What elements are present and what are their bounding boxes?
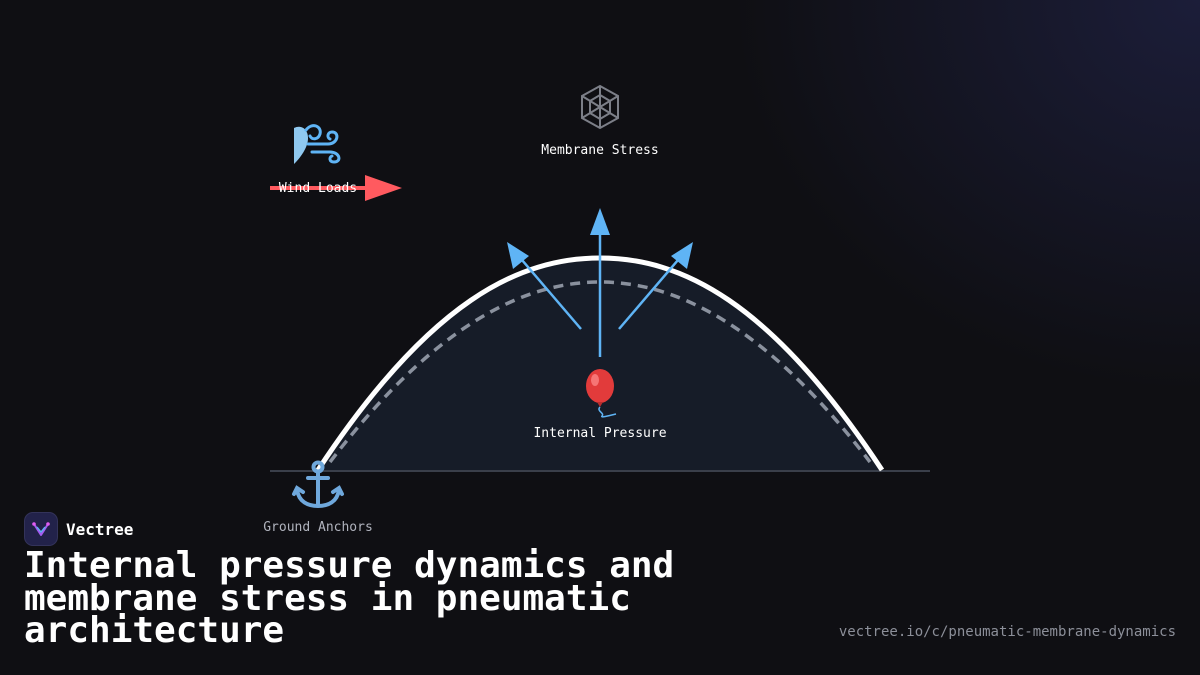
ground-anchors-label: Ground Anchors xyxy=(263,520,373,535)
spider-web-icon xyxy=(581,84,619,130)
internal-pressure-label: Internal Pressure xyxy=(533,426,667,441)
pressure-arrow-right xyxy=(618,252,685,330)
pressure-arrowhead-left xyxy=(507,242,529,269)
brand-name: Vectree xyxy=(66,519,134,539)
anchor-icon xyxy=(292,460,344,509)
wind-arrowhead xyxy=(365,175,402,201)
wind-loads-label: Wind Loads xyxy=(278,181,358,196)
pressure-arrowhead-right xyxy=(671,242,693,269)
pressure-arrowhead-center xyxy=(590,208,610,235)
page-title: Internal pressure dynamics and membrane … xyxy=(24,545,675,651)
vectree-logo-icon xyxy=(24,512,58,546)
dashed-membrane xyxy=(328,280,872,464)
page-url[interactable]: vectree.io/c/pneumatic-membrane-dynamics xyxy=(838,624,1176,640)
brand: Vectree xyxy=(24,512,133,546)
wind-icon xyxy=(294,124,341,164)
balloon-icon xyxy=(586,369,617,418)
membrane-stress-label: Membrane Stress xyxy=(541,143,659,158)
pressure-arrow-left xyxy=(515,252,582,330)
